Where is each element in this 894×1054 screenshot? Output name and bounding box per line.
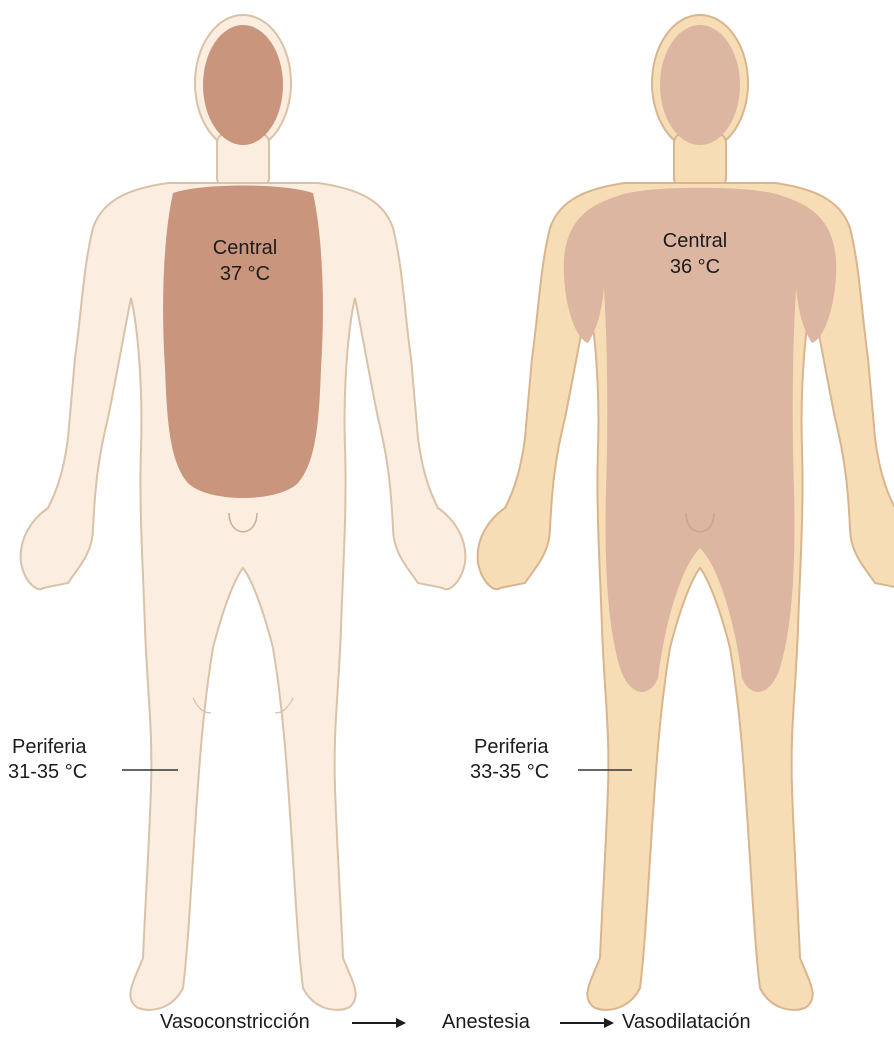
process-flow: Vasoconstricción Anestesia Vasodilatació… (0, 1008, 894, 1038)
left-core-head (203, 25, 283, 145)
left-body-figure (21, 15, 466, 1010)
flow-step-vasodilation: Vasodilatación (622, 1010, 751, 1034)
left-periphery-temp: 31-35 °C (8, 760, 87, 784)
flow-step-anesthesia: Anestesia (442, 1010, 530, 1034)
left-periphery-label: Periferia (12, 735, 86, 759)
right-periphery-label: Periferia (474, 735, 548, 759)
right-periphery-temp: 33-35 °C (470, 760, 549, 784)
flow-step-vasoconstriction: Vasoconstricción (160, 1010, 310, 1034)
right-core-head (660, 25, 740, 145)
flow-arrow-2-icon (560, 1016, 614, 1030)
left-central-label: Central (200, 236, 290, 260)
right-central-label: Central (650, 229, 740, 253)
right-body-figure (478, 15, 894, 1010)
left-central-temp: 37 °C (200, 262, 290, 286)
right-central-temp: 36 °C (650, 255, 740, 279)
left-core-trunk (163, 186, 323, 499)
flow-arrow-1-icon (352, 1016, 406, 1030)
